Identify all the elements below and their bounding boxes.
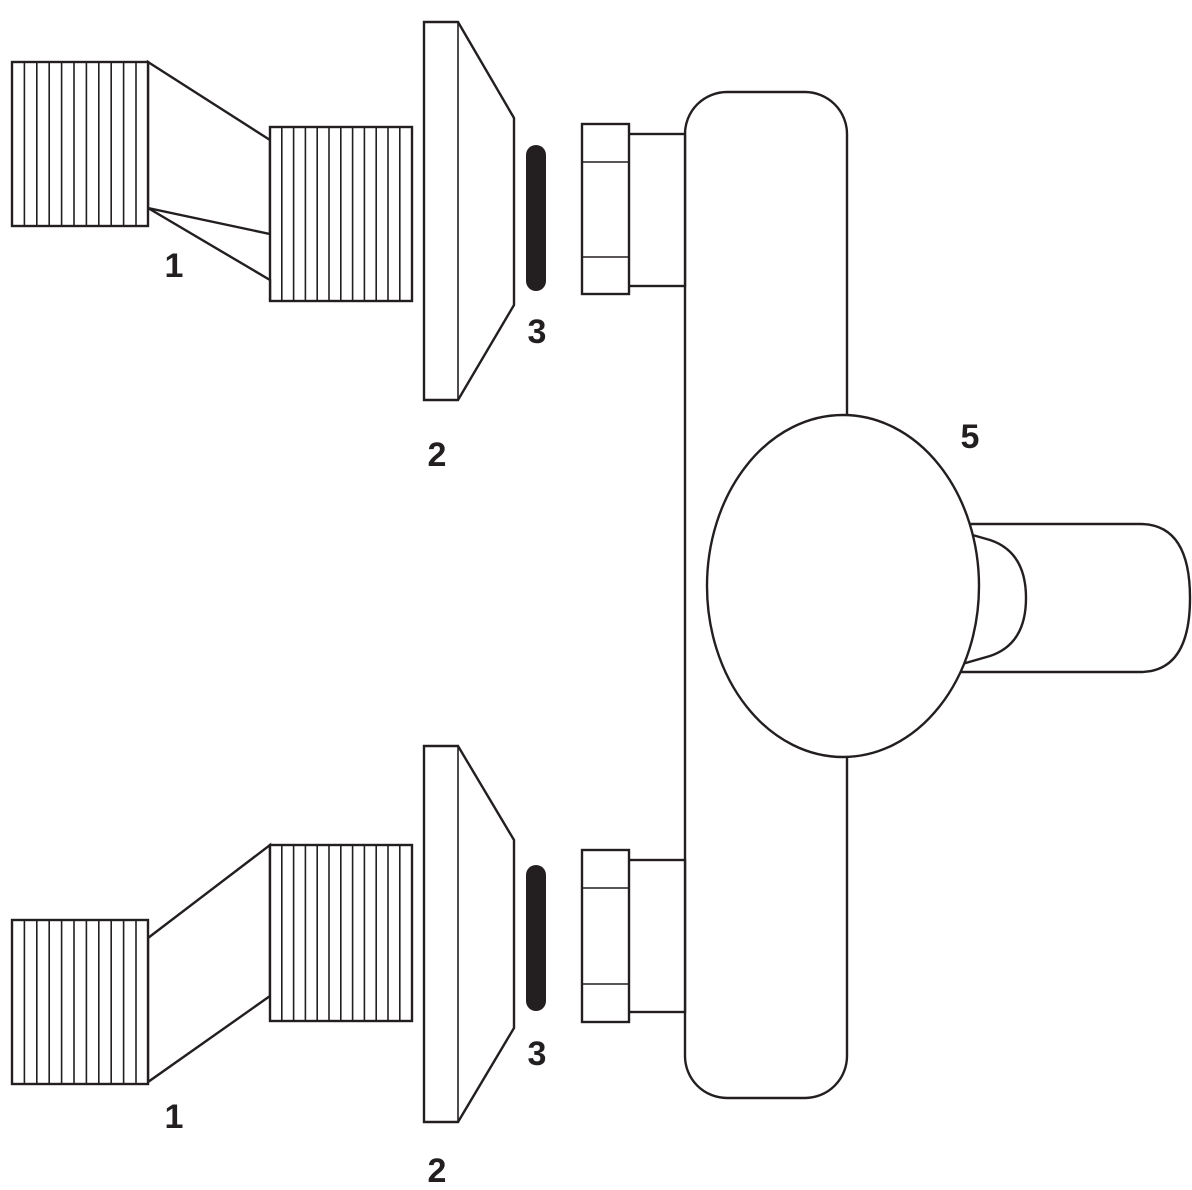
bottom-flange xyxy=(422,744,516,1124)
callout-bottom-eccentric: 1 xyxy=(165,1098,184,1136)
mixer-body xyxy=(580,90,1192,1100)
callout-top-seal: 3 xyxy=(528,313,547,351)
thread-grooves xyxy=(23,62,137,226)
bottom-seal xyxy=(526,865,546,1011)
top-assembly xyxy=(10,20,546,402)
bottom-eccentric-connector xyxy=(10,842,414,1086)
callout-bottom-flange: 2 xyxy=(428,1152,447,1190)
mixer-handle-dome xyxy=(705,413,981,759)
bottom-inlet-nut xyxy=(580,848,631,1024)
thread-grooves xyxy=(280,127,401,301)
callout-bottom-seal: 3 xyxy=(528,1035,547,1073)
bottom-assembly xyxy=(10,744,546,1124)
thread-grooves xyxy=(280,845,401,1021)
callout-mixer-body: 5 xyxy=(961,418,980,456)
bottom-inlet-pipe xyxy=(626,858,687,1014)
top-inlet-nut xyxy=(580,122,631,296)
callout-top-eccentric: 1 xyxy=(165,247,184,285)
top-inlet-pipe xyxy=(626,132,687,288)
top-flange xyxy=(422,20,516,402)
top-seal xyxy=(526,145,546,291)
thread-grooves xyxy=(23,920,137,1084)
callout-top-flange: 2 xyxy=(428,436,447,474)
top-eccentric-connector xyxy=(10,59,414,303)
